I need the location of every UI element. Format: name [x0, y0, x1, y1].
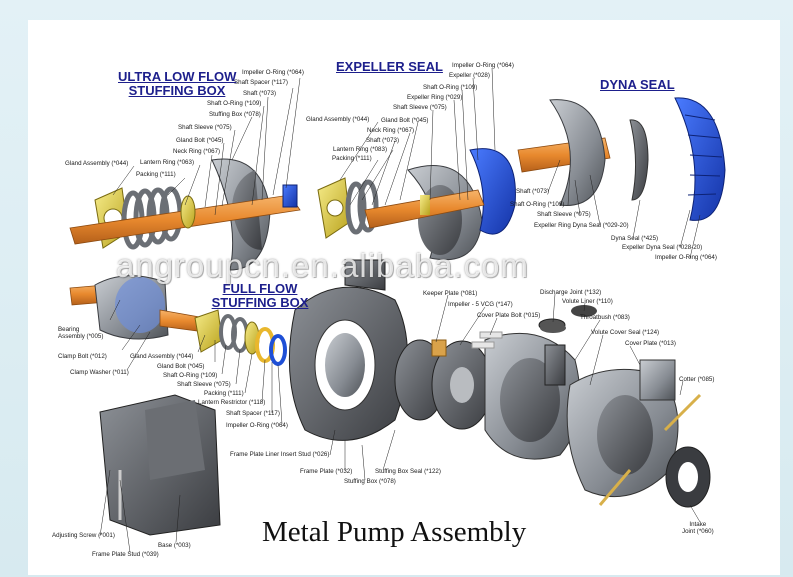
expeller-seal-assembly	[317, 148, 516, 261]
label-base: Base (*003)	[158, 542, 191, 549]
label-impeller-5vcg: Impeller - 5 VCG (*147)	[448, 301, 513, 308]
label-intake-joint: Intake Joint (*060)	[682, 521, 714, 535]
label-discharge-joint: Discharge Joint (*132)	[540, 289, 602, 296]
label-es-expeller: Expeller (*028)	[449, 72, 490, 79]
section-ultra-low-flow-line1: ULTRA LOW FLOW	[118, 69, 237, 84]
section-full-flow-line2: STUFFING BOX	[211, 295, 309, 310]
label-stuffing-box: Stuffing Box (*078)	[344, 478, 396, 485]
ultra-low-flow-assembly	[69, 158, 301, 271]
label-frame-plate-stud: Frame Plate Stud (*039)	[92, 551, 159, 558]
label-ulf-lantern-ring: Lantern Ring (*063)	[140, 159, 195, 166]
label-keeper-plate: Keeper Plate (*081)	[423, 290, 478, 297]
section-full-flow: FULL FLOW STUFFING BOX	[205, 282, 315, 310]
watermark: angroupcn.en.alibaba.com	[116, 247, 529, 284]
label-ds-shaft-oring: Shaft O-Ring (*109)	[510, 201, 565, 208]
label-ff-gland-bolt: Gland Bolt (*045)	[157, 363, 205, 370]
leader-lines	[99, 67, 701, 553]
bearing-assembly	[69, 275, 206, 340]
label-volute-cover-seal: Volute Cover Seal (*124)	[591, 329, 660, 336]
label-ff-gland-assembly: Gland Assembly (*044)	[130, 353, 194, 360]
base-frame	[99, 394, 221, 536]
dyna-seal-assembly	[517, 97, 726, 221]
label-ff-packing: Packing (*111)	[204, 390, 244, 397]
label-volute-liner: Volute Liner (*110)	[562, 298, 613, 305]
label-clamp-bolt: Clamp Bolt (*012)	[58, 353, 107, 360]
label-ulf-shaft-spacer: Shaft Spacer (*117)	[234, 79, 288, 86]
label-cover-plate-bolt: Cover Plate Bolt (*015)	[477, 312, 541, 319]
label-ff-lantern-restrictor: Lantern Restrictor (*118)	[198, 399, 266, 406]
section-dyna-seal: DYNA SEAL	[600, 77, 675, 92]
label-cover-plate: Cover Plate (*013)	[625, 340, 676, 347]
label-ff-shaft-sleeve: Shaft Sleeve (*075)	[177, 381, 231, 388]
small-parts	[431, 305, 597, 357]
label-es-gland-bolt: Gland Bolt (*045)	[381, 117, 429, 124]
label-bearing-assembly-line2: Assembly (*005)	[58, 333, 104, 340]
label-ff-shaft-spacer: Shaft Spacer (*117)	[226, 410, 280, 417]
label-es-shaft-oring: Shaft O-Ring (*109)	[423, 84, 478, 91]
section-ultra-low-flow-line2: STUFFING BOX	[128, 83, 226, 98]
label-es-impeller-oring: Impeller O-Ring (*064)	[452, 62, 514, 69]
label-ulf-packing: Packing (*111)	[136, 171, 176, 178]
label-ulf-gland-assembly: Gland Assembly (*044)	[65, 160, 129, 167]
label-ds-expeller-ring: Expeller Ring Dyna Seal (*029-20)	[534, 222, 629, 229]
label-intake-joint-line1: Intake	[689, 521, 707, 528]
label-es-shaft-sleeve: Shaft Sleeve (*075)	[393, 104, 447, 111]
impeller-and-liner	[394, 318, 581, 460]
label-ulf-shaft: Shaft (*073)	[243, 90, 277, 97]
label-adjusting-screw: Adjusting Screw (*001)	[52, 532, 115, 539]
label-intake-joint-line2: Joint (*060)	[682, 528, 714, 535]
label-frame-plate-liner-stud: Frame Plate Liner Insert Stud (*026)	[230, 451, 330, 458]
label-throatbush: Throatbush (*083)	[580, 314, 630, 321]
label-es-gland-assembly: Gland Assembly (*044)	[306, 116, 370, 123]
label-cotter: Cotter (*085)	[679, 376, 715, 383]
section-ultra-low-flow: ULTRA LOW FLOW STUFFING BOX	[118, 70, 236, 98]
label-ulf-gland-bolt: Gland Bolt (*045)	[176, 137, 224, 144]
label-ds-dyna-seal: Dyna Seal (*425)	[611, 235, 659, 242]
label-es-expeller-ring: Expeller Ring (*029)	[407, 94, 463, 101]
label-ds-shaft: Shaft (*073)	[516, 188, 550, 195]
label-ff-impeller-oring: Impeller O-Ring (*064)	[226, 422, 288, 429]
label-ds-impeller-oring: Impeller O-Ring (*064)	[655, 254, 717, 261]
cover-plate	[566, 359, 702, 506]
label-bearing-assembly-line1: Bearing	[58, 326, 80, 333]
label-ulf-stuffing-box: Stuffing Box (*078)	[209, 111, 261, 118]
diagram-title: Metal Pump Assembly	[262, 516, 527, 548]
intake-joint	[665, 446, 711, 508]
label-ulf-shaft-sleeve: Shaft Sleeve (*075)	[178, 124, 232, 131]
section-full-flow-line1: FULL FLOW	[222, 281, 298, 296]
label-ds-expeller-dyna: Expeller Dyna Seal (*028-20)	[622, 244, 703, 251]
label-bearing-assembly: Bearing Assembly (*005)	[58, 326, 103, 340]
label-es-packing: Packing (*111)	[332, 155, 372, 162]
section-expeller-seal: EXPELLER SEAL	[336, 59, 443, 74]
label-ulf-neck-ring: Neck Ring (*067)	[173, 148, 221, 155]
label-es-lantern-ring: Lantern Ring (*083)	[333, 146, 388, 153]
label-frame-plate: Frame Plate (*032)	[300, 468, 353, 475]
label-ff-shaft-oring: Shaft O-Ring (*109)	[163, 372, 218, 379]
frame-plate	[288, 259, 408, 441]
label-ds-shaft-sleeve: Shaft Sleeve (*075)	[537, 211, 591, 218]
label-es-neck-ring: Neck Ring (*067)	[367, 127, 415, 134]
label-clamp-washer: Clamp Washer (*011)	[70, 369, 129, 376]
label-stuffing-box-seal: Stuffing Box Seal (*122)	[375, 468, 441, 475]
label-es-shaft: Shaft (*073)	[366, 137, 400, 144]
full-flow-assembly	[194, 309, 287, 366]
label-ulf-shaft-oring: Shaft O-Ring (*109)	[207, 100, 262, 107]
label-ulf-impeller-oring: Impeller O-Ring (*064)	[242, 69, 304, 76]
